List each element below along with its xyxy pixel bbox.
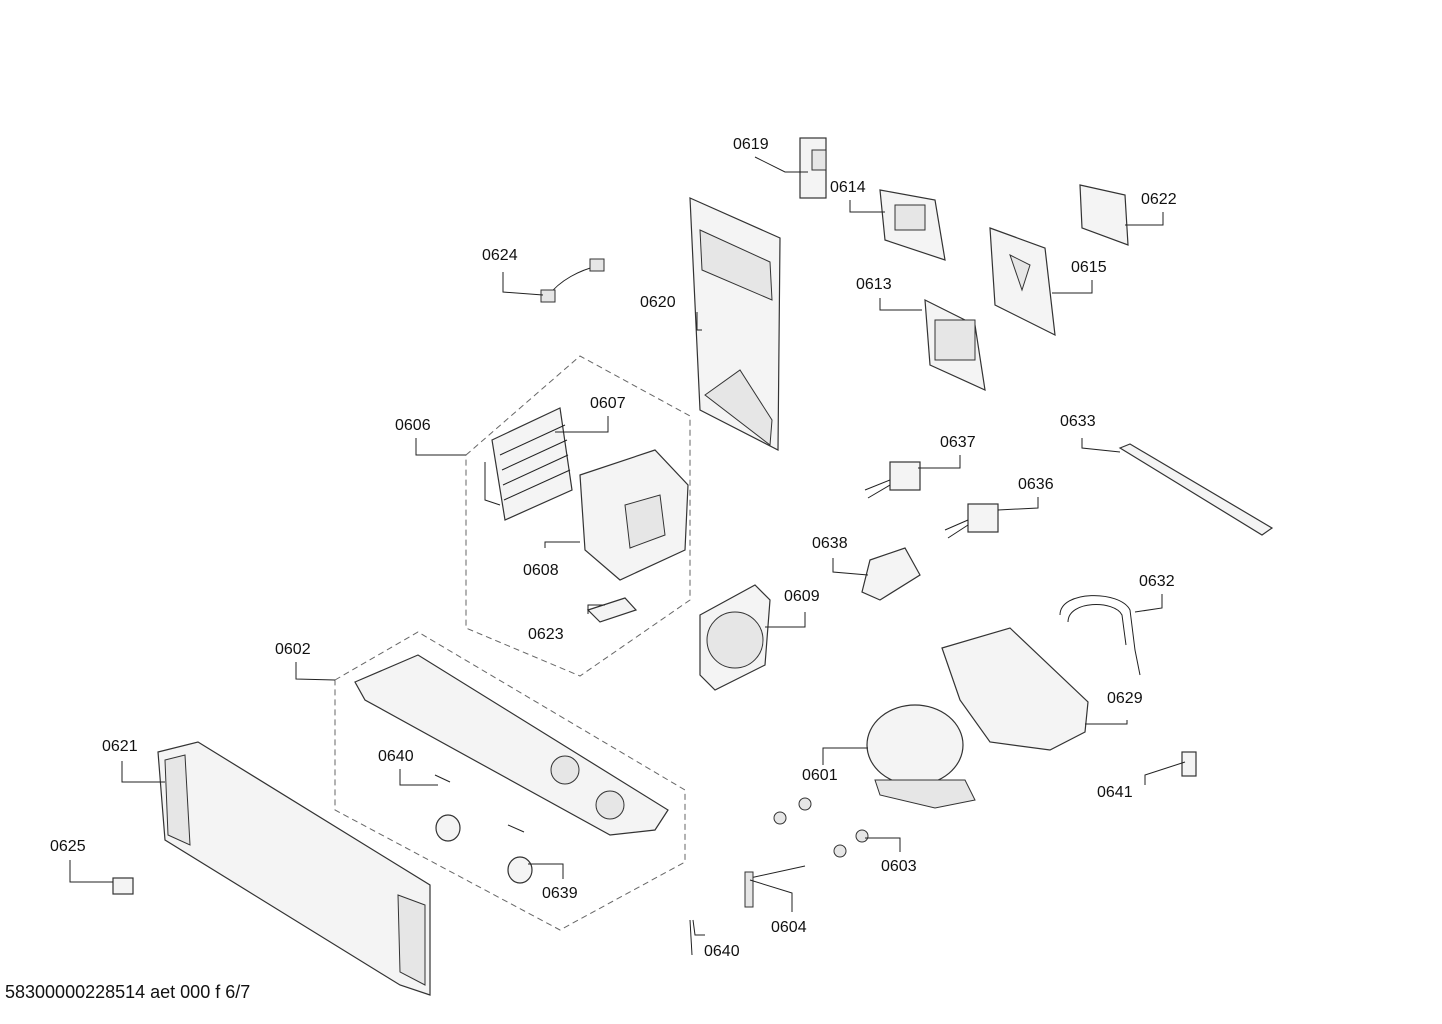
document-code: 58300000228514 aet 000 f 6/7 [5,982,251,1002]
label-0602: 0602 [275,641,311,658]
label-0603: 0603 [881,858,917,875]
part-0636 [944,503,999,539]
label-0632: 0632 [1139,573,1175,590]
part-0607 [484,407,573,521]
leader-lines [69,156,1186,936]
part-0632 [1059,595,1141,676]
label-0608: 0608 [523,562,559,579]
part-0614 [879,189,946,261]
label-0614: 0614 [830,179,866,196]
part-0640 [434,774,693,956]
part-0609 [699,584,771,691]
part-0621 [157,741,431,996]
part-0602 [354,654,669,836]
part-0625 [112,877,134,895]
label-0641: 0641 [1097,784,1133,801]
part-0620 [689,197,781,451]
part-0637 [864,461,921,499]
label-0615: 0615 [1071,259,1107,276]
label-0607: 0607 [590,395,626,412]
part-0638 [861,547,921,601]
part-0624 [540,258,605,303]
label-0604: 0604 [771,919,807,936]
part-0622 [1079,184,1129,246]
part-0639 [435,814,533,884]
label-0623: 0623 [528,626,564,643]
label-0637: 0637 [940,434,976,451]
part-0619 [799,137,827,199]
label-0619: 0619 [733,136,769,153]
part-0633 [1118,443,1274,536]
label-0613: 0613 [856,276,892,293]
part-0603 [773,797,869,858]
label-0640-bottom: 0640 [704,943,740,960]
label-0636: 0636 [1018,476,1054,493]
part-0613 [924,298,986,392]
label-0624: 0624 [482,247,518,264]
label-0609: 0609 [784,588,820,605]
label-0638: 0638 [812,535,848,552]
label-0606: 0606 [395,417,431,434]
part-0623 [586,597,638,623]
group-outline-evaporator [465,355,691,677]
label-0620: 0620 [640,294,676,311]
group-outline-base [334,631,686,931]
label-0625: 0625 [50,838,86,855]
label-0621: 0621 [102,738,138,755]
label-0639: 0639 [542,885,578,902]
part-0615 [989,227,1056,337]
part-0608 [579,449,689,581]
label-0633: 0633 [1060,413,1096,430]
label-0640-top: 0640 [378,748,414,765]
label-0622: 0622 [1141,191,1177,208]
part-0641 [1181,751,1197,777]
part-0601 [866,704,976,809]
part-0604 [744,865,806,908]
label-0601: 0601 [802,767,838,784]
label-0629: 0629 [1107,690,1143,707]
part-0629 [941,627,1089,751]
